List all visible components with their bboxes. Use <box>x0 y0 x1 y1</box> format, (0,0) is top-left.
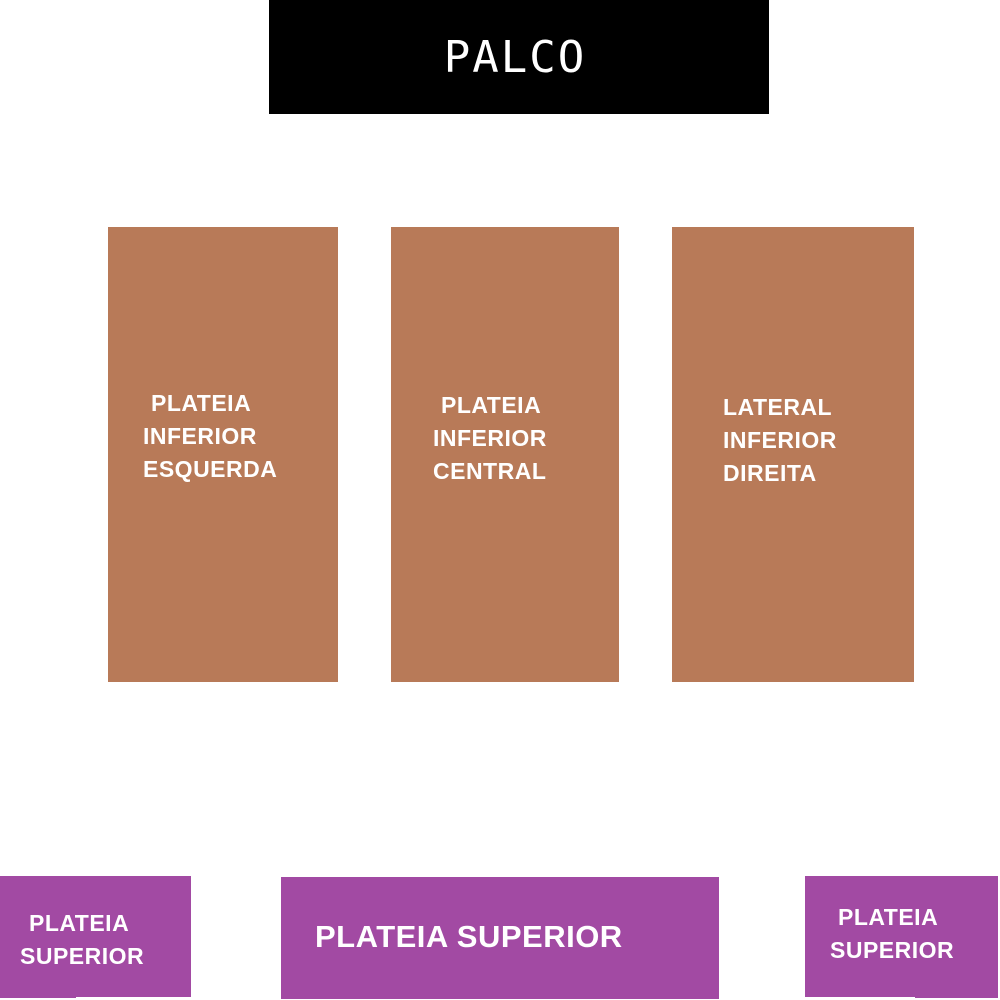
section-label: PLATEIA SUPERIOR <box>315 919 623 955</box>
section-label-line: PLATEIA <box>29 910 130 936</box>
section-label-line: SUPERIOR <box>20 943 145 969</box>
section-label-line: INFERIOR <box>433 425 547 451</box>
section-plateia-inferior-central[interactable]: PLATEIA INFERIOR CENTRAL <box>391 227 619 682</box>
stage-label: PALCO <box>443 31 587 83</box>
section-label-line: ESQUERDA <box>143 456 278 482</box>
section-label-line: DIREITA <box>723 460 817 486</box>
section-plateia-superior-right[interactable]: PLATEIA SUPERIOR <box>805 876 998 998</box>
section-label-line: INFERIOR <box>723 427 837 453</box>
section-label: PLATEIA INFERIOR CENTRAL <box>433 389 547 488</box>
section-label: PLATEIA SUPERIOR <box>830 901 954 967</box>
divider <box>76 997 281 1000</box>
section-label-line: PLATEIA <box>441 392 542 418</box>
stage-block: PALCO <box>269 0 769 114</box>
section-label: PLATEIA SUPERIOR <box>20 907 144 973</box>
section-label-line: SUPERIOR <box>830 937 955 963</box>
section-label-line: INFERIOR <box>143 423 257 449</box>
section-plateia-superior-left[interactable]: PLATEIA SUPERIOR <box>0 876 191 998</box>
section-label-line: PLATEIA SUPERIOR <box>315 919 623 954</box>
section-label-line: CENTRAL <box>433 458 547 484</box>
section-lateral-inferior-direita[interactable]: LATERAL INFERIOR DIREITA <box>672 227 914 682</box>
section-plateia-superior-center[interactable]: PLATEIA SUPERIOR <box>281 877 719 999</box>
divider <box>719 997 915 1000</box>
section-label-line: PLATEIA <box>151 390 252 416</box>
section-label-line: PLATEIA <box>838 904 939 930</box>
section-label-line: LATERAL <box>723 394 833 420</box>
section-label: PLATEIA INFERIOR ESQUERDA <box>143 387 277 486</box>
section-plateia-inferior-esquerda[interactable]: PLATEIA INFERIOR ESQUERDA <box>108 227 338 682</box>
section-label: LATERAL INFERIOR DIREITA <box>723 391 837 490</box>
